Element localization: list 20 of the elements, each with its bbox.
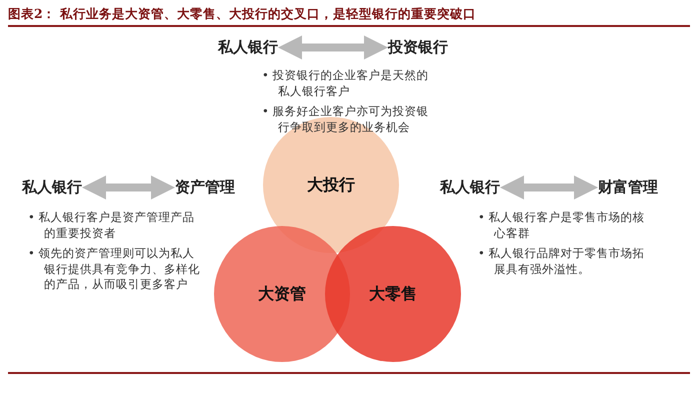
node-label: 私人银行 <box>440 178 500 197</box>
double-arrow <box>500 176 598 200</box>
node-label: 资产管理 <box>175 178 235 197</box>
node-label: 私人银行 <box>218 38 278 57</box>
circle-label: 大资管 <box>257 284 307 305</box>
node-label: 私人银行 <box>22 178 82 197</box>
bullet-text: • 私人银行客户是资产管理产品的重要投资者 <box>28 210 196 242</box>
venn-circle <box>325 226 461 362</box>
bullet-text: • 私人银行品牌对于零售市场拓展具有强外溢性。 <box>478 246 646 278</box>
node-label: 投资银行 <box>388 38 448 57</box>
bullet-text: • 投资银行的企业客户是天然的私人银行客户 <box>262 68 430 100</box>
node-label: 财富管理 <box>598 178 658 197</box>
bullet-text: • 服务好企业客户亦可为投资银行争取到更多的业务机会 <box>262 104 430 136</box>
bullet-text: • 领先的资产管理则可以为私人银行提供具有竞争力、多样化的产品，从而吸引更多客户 <box>28 246 201 293</box>
double-arrow <box>278 36 388 60</box>
bullet-text: • 私人银行客户是零售市场的核心客群 <box>478 210 646 242</box>
double-arrow <box>82 176 175 200</box>
circle-label: 大零售 <box>368 284 418 305</box>
circle-label: 大投行 <box>306 175 356 196</box>
figure-title: 图表2： 私行业务是大资管、大零售、大投行的交叉口，是轻型银行的重要突破口 <box>8 6 476 23</box>
